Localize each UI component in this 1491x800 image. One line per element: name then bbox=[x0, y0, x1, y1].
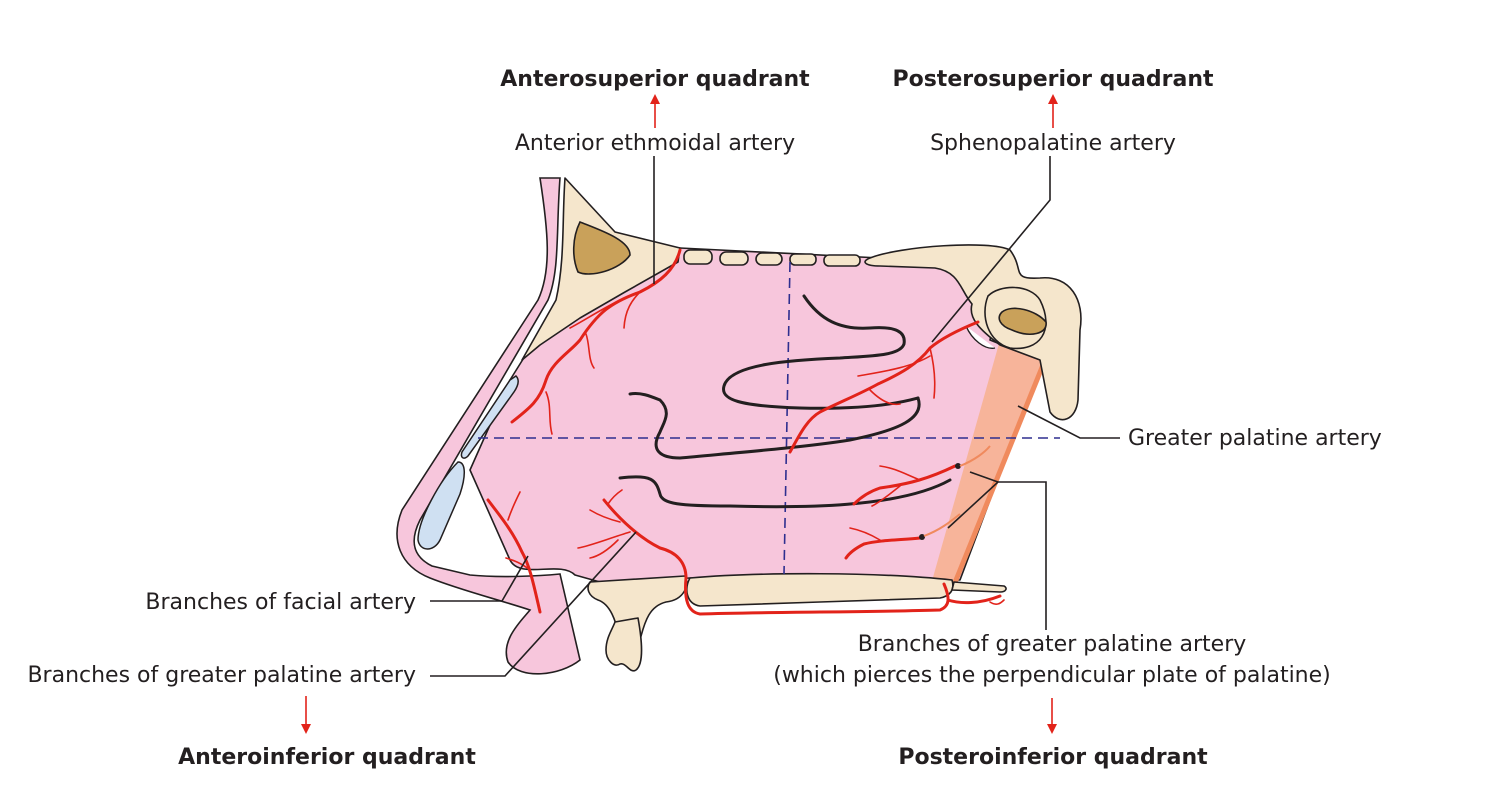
anterior-inferior-branch bbox=[602, 498, 662, 550]
lower-cartilage bbox=[417, 461, 465, 550]
greater-palatine-branches-left-label: Branches of greater palatine artery bbox=[27, 663, 416, 688]
posterior-palate-tip bbox=[951, 581, 1007, 593]
arteries bbox=[486, 248, 1005, 616]
greater-palatine-artery-label: Greater palatine artery bbox=[1128, 426, 1382, 451]
greater-palatine-artery bbox=[658, 546, 950, 616]
labels: Anterosuperior quadrant Posterosuperior … bbox=[27, 67, 1381, 770]
septum-anatomy bbox=[396, 177, 1082, 675]
quadrant-arrows bbox=[301, 94, 1058, 734]
posterosuperior-quadrant-label: Posterosuperior quadrant bbox=[892, 67, 1214, 92]
perpendicular-plate-note: (which pierces the perpendicular plate o… bbox=[773, 663, 1331, 688]
facial-artery-branch bbox=[486, 498, 542, 614]
facial-artery-branches-label: Branches of facial artery bbox=[145, 590, 416, 615]
frontal-sinus bbox=[572, 220, 631, 275]
sphenopalatine-artery bbox=[788, 320, 980, 454]
quadrant-dividers bbox=[478, 261, 1060, 575]
incisor-tooth bbox=[605, 617, 643, 672]
posteroinferior-quadrant-label: Posteroinferior quadrant bbox=[898, 745, 1208, 770]
anteroinferior-quadrant-label: Anteroinferior quadrant bbox=[178, 745, 476, 770]
leader-lines bbox=[430, 156, 1120, 677]
turbinate-outlines bbox=[618, 294, 952, 509]
greater-palatine-branches-right-label: Branches of greater palatine artery bbox=[858, 632, 1247, 657]
anterosuperior-quadrant-label: Anterosuperior quadrant bbox=[500, 67, 810, 92]
greater-palatine-branch-lower bbox=[844, 536, 922, 560]
sphenopalatine-artery-label: Sphenopalatine artery bbox=[930, 131, 1176, 156]
anterior-ethmoidal-artery bbox=[510, 248, 682, 424]
sphenoid-sinus bbox=[998, 307, 1047, 335]
nose-profile bbox=[396, 177, 581, 675]
anterior-ethmoidal-artery-label: Anterior ethmoidal artery bbox=[515, 131, 795, 156]
hard-palate bbox=[686, 572, 954, 607]
cribriform-plate bbox=[683, 249, 861, 267]
sphenoid-notch bbox=[965, 325, 996, 349]
upper-cartilage bbox=[460, 375, 519, 459]
greater-palatine-branch-upper bbox=[852, 464, 957, 506]
perpendicular-plate-band bbox=[930, 340, 1045, 590]
